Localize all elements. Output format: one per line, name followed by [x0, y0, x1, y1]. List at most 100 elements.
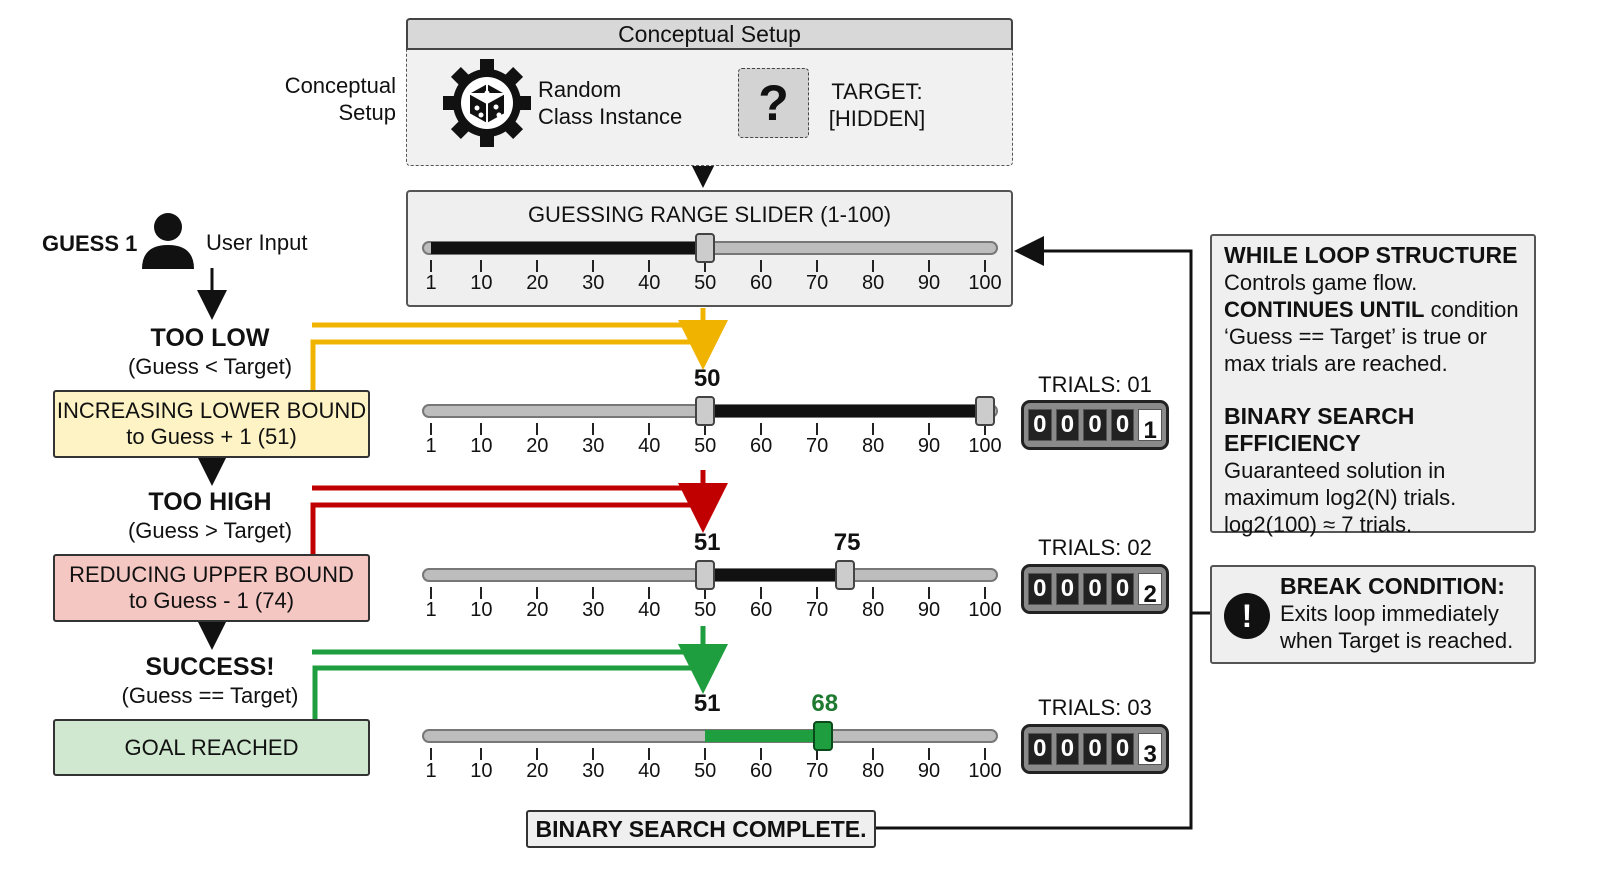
- action-line: to Guess - 1 (74): [128, 588, 295, 613]
- tick-label: 1: [425, 760, 437, 782]
- tick-label: 70: [805, 272, 829, 294]
- slider-tick: [872, 423, 875, 435]
- tick-label: 90: [917, 760, 941, 782]
- slider-tick: [984, 748, 986, 760]
- tick-label: 30: [582, 760, 605, 782]
- tick-label: 30: [582, 435, 605, 457]
- counter-digit: 0: [1110, 573, 1135, 605]
- user-input-label: User Input: [206, 230, 308, 255]
- tick-label: 80: [861, 599, 885, 621]
- counter-digit: 0: [1028, 573, 1052, 605]
- tick-label: 10: [470, 272, 493, 294]
- slider-tick: [648, 423, 651, 435]
- slider-tick: [816, 423, 819, 435]
- counter-digit: 0: [1110, 733, 1135, 765]
- trials-label: TRIALS: 03: [1038, 695, 1152, 720]
- tick-label: 90: [917, 599, 941, 621]
- slider-handle[interactable]: [812, 721, 833, 751]
- tick-label: 90: [917, 272, 941, 294]
- counter-digit: 0: [1083, 733, 1107, 765]
- tick-label: 70: [805, 760, 829, 782]
- slider-tick: [984, 587, 986, 599]
- tick-label: 20: [526, 272, 549, 294]
- guess-label: GUESS 1: [42, 231, 138, 256]
- info-title: WHILE LOOP STRUCTURE: [1224, 242, 1518, 268]
- tick-label: 70: [805, 599, 829, 621]
- slider-tick: [592, 423, 595, 435]
- counter-digit: 0: [1055, 573, 1080, 605]
- step-condition: (Guess < Target): [127, 354, 293, 379]
- slider-tick: [704, 260, 707, 272]
- step-success: SUCCESS!(Guess == Target): [90, 653, 330, 709]
- slider-tick: [536, 587, 539, 599]
- info-line: when Target is reached.: [1280, 628, 1514, 653]
- tick-label: 60: [750, 272, 773, 294]
- counter-digit: 0: [1055, 733, 1080, 765]
- slider-handle[interactable]: [975, 396, 995, 426]
- info-line: CONTINUES UNTIL condition: [1224, 296, 1522, 323]
- info-title: BINARY SEARCH EFFICIENCY: [1224, 403, 1415, 456]
- slider-tick: [480, 748, 483, 760]
- tick-label: 10: [470, 599, 493, 621]
- info-title: BREAK CONDITION:: [1280, 573, 1505, 599]
- info-line: maximum log2(N) trials.: [1224, 485, 1457, 510]
- slider-handle[interactable]: [835, 560, 856, 590]
- tick-label: 80: [861, 760, 885, 782]
- step-condition: (Guess > Target): [127, 518, 293, 543]
- slider-tick: [816, 748, 819, 760]
- slider-tick: [704, 423, 707, 435]
- tick-label: 1: [425, 272, 437, 294]
- slider-tick: [928, 423, 931, 435]
- random-label-line: Class Instance: [538, 104, 683, 129]
- slider-value-label: 68: [811, 690, 839, 717]
- slider-tick: [592, 587, 595, 599]
- tick-label: 50: [694, 599, 717, 621]
- slider-fill: [705, 730, 823, 742]
- slider-tick: [760, 748, 763, 760]
- tick-label: 50: [694, 435, 717, 457]
- tick-label: 90: [917, 435, 941, 457]
- tick-label: 50: [694, 760, 717, 782]
- slider-handle[interactable]: [695, 560, 716, 590]
- slider-handle[interactable]: [695, 396, 716, 426]
- target-label-line: TARGET:: [831, 79, 923, 104]
- step-title: TOO LOW: [150, 324, 270, 352]
- slider-tick: [536, 423, 539, 435]
- side-label-line: Conceptual: [284, 73, 396, 98]
- info-line: Exits loop immediately: [1280, 601, 1499, 626]
- slider-tick: [430, 748, 432, 760]
- random-label-line: Random: [538, 77, 622, 102]
- tick-label: 40: [638, 272, 661, 294]
- tick-label: 60: [750, 435, 773, 457]
- hidden-target-box: ?: [738, 68, 809, 138]
- slider-value-label: 51: [693, 529, 721, 556]
- tick-label: 40: [638, 435, 661, 457]
- counter-digit: 0: [1110, 409, 1135, 441]
- slider-tick: [760, 587, 763, 599]
- slider-tick: [760, 260, 763, 272]
- binary-search-complete-box: BINARY SEARCH COMPLETE.: [526, 810, 876, 848]
- tick-label: 1: [425, 435, 437, 457]
- slider-fill: [705, 569, 846, 581]
- slider-fill: [705, 405, 985, 417]
- slider-tick: [480, 587, 483, 599]
- slider-tick: [592, 260, 595, 272]
- tick-label: 100: [968, 272, 1002, 294]
- slider-fill: [431, 242, 706, 254]
- tick-label: 80: [861, 272, 885, 294]
- info-line: Controls game flow.: [1224, 270, 1418, 295]
- step-too-high: TOO HIGH(Guess > Target): [90, 488, 330, 544]
- trials-label: TRIALS: 01: [1038, 372, 1152, 397]
- slider-tick: [430, 423, 432, 435]
- tick-label: 20: [526, 435, 549, 457]
- tick-label: 30: [582, 599, 605, 621]
- slider-handle[interactable]: [695, 233, 716, 263]
- slider-tick: [592, 748, 595, 760]
- info-line: ‘Guess == Target’ is true or: [1224, 324, 1487, 349]
